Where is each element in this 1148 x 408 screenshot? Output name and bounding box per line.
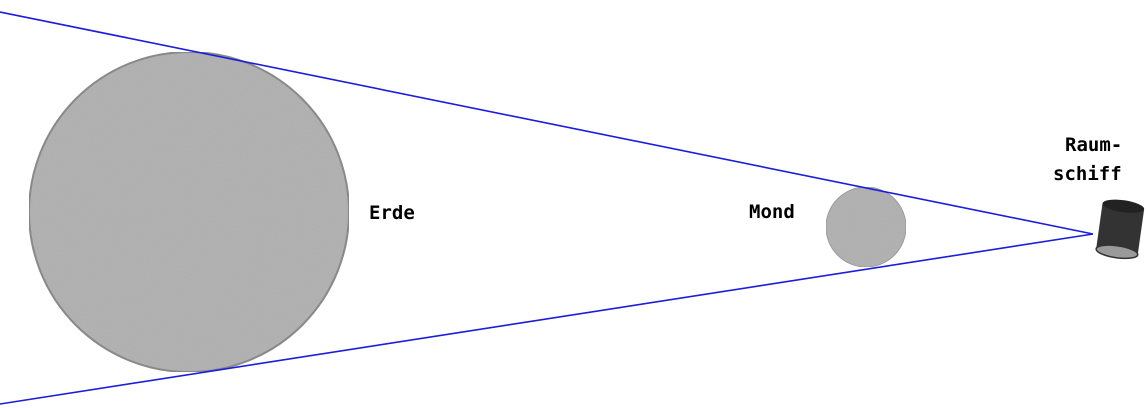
earth-label: Erde [369, 202, 415, 224]
earth-circle [28, 51, 350, 373]
moon-circle [825, 186, 907, 268]
lower-sight-line [0, 233, 1094, 405]
spaceship-label-line-1: Raum- [1065, 134, 1123, 156]
spaceship-icon [1095, 199, 1145, 260]
moon-label: Mond [749, 201, 795, 223]
upper-sight-line [0, 11, 1094, 235]
spaceship-label-line-2: schiff [1053, 163, 1122, 185]
